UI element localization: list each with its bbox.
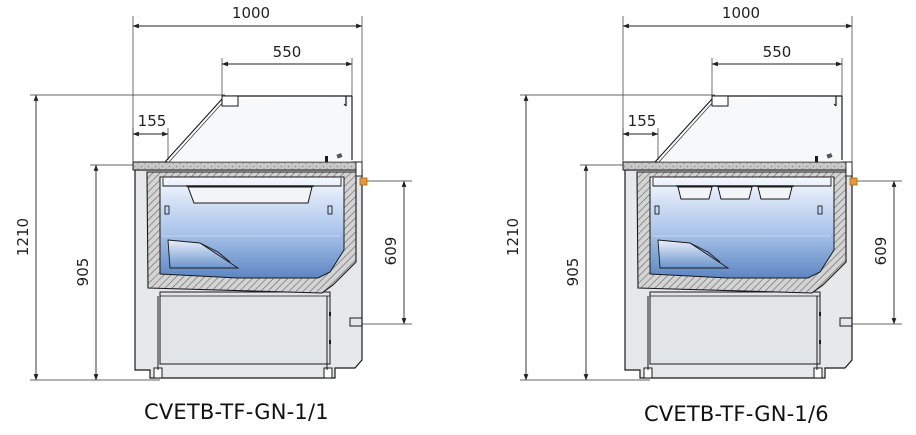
rear-marker-bottom [819, 340, 821, 344]
depth-dimension-label: 550 [273, 43, 302, 61]
right-bracket [327, 205, 333, 215]
rear-marker-top [329, 312, 331, 316]
height-dimension-label: 1210 [14, 218, 32, 256]
gn-container-1-6-2 [717, 186, 753, 200]
front-glass-inner [658, 99, 716, 163]
diagram-cvetb-tf-gn-1-1: 1000 550 155 1210 905 609 [14, 4, 412, 381]
width-dimension-label: 1000 [722, 4, 760, 22]
temperature-sensor [849, 177, 858, 186]
inner-dimension-label: 609 [872, 237, 890, 266]
glass-area [168, 97, 351, 162]
height-dimension-label: 1210 [504, 218, 522, 256]
rear-step [839, 317, 852, 327]
shelf-rail [689, 242, 721, 263]
rear-clip-tip [833, 103, 837, 107]
rear-step [349, 317, 362, 327]
left-bracket [654, 205, 660, 215]
lower-angled-shelf [657, 239, 730, 269]
right-bracket [817, 205, 823, 215]
gn-container-1-6-1 [677, 186, 713, 200]
granite-counter-top [132, 161, 363, 171]
temperature-sensor [359, 177, 368, 186]
width-dimension-label: 1000 [232, 4, 270, 22]
lower-compartment [649, 291, 821, 365]
rear-edge-trim [845, 161, 853, 177]
rear-marker-bottom [329, 340, 331, 344]
caption-model-1: CVETB-TF-GN-1/1 [144, 400, 329, 424]
front-dimension-label: 155 [138, 112, 167, 130]
counter-dimension-label: 905 [74, 258, 92, 287]
front-dimension-label: 155 [628, 112, 657, 130]
top-profile-front [711, 95, 729, 107]
depth-dimension-label: 550 [763, 43, 792, 61]
left-bracket [164, 205, 170, 215]
fitting-left [815, 156, 818, 162]
gn-container-1-1 [187, 186, 313, 204]
front-glass [654, 98, 713, 163]
front-glass-inner [168, 99, 226, 163]
rear-edge-trim [355, 161, 363, 177]
front-glass [164, 98, 223, 163]
diagram-cvetb-tf-gn-1-6: 1000 550 155 1210 905 609 [504, 4, 902, 381]
lower-compartment [159, 291, 331, 365]
gn-container-1-6-3 [757, 186, 793, 200]
shelf-rail [199, 242, 231, 263]
container-frame [162, 178, 342, 187]
granite-counter-top [622, 161, 853, 171]
rear-foot [813, 367, 823, 379]
rear-clip-tip [343, 103, 347, 107]
glass-area [658, 97, 841, 162]
lower-angled-shelf [167, 239, 240, 269]
counter-dimension-label: 905 [564, 258, 582, 287]
top-profile-front [221, 95, 239, 107]
fitting-right [826, 153, 833, 159]
inner-dimension-label: 609 [382, 237, 400, 266]
caption-model-2: CVETB-TF-GN-1/6 [644, 402, 829, 426]
fitting-right [336, 153, 343, 159]
rear-foot [323, 367, 333, 379]
rear-marker-top [819, 312, 821, 316]
fitting-left [325, 156, 328, 162]
container-frame [652, 178, 832, 187]
